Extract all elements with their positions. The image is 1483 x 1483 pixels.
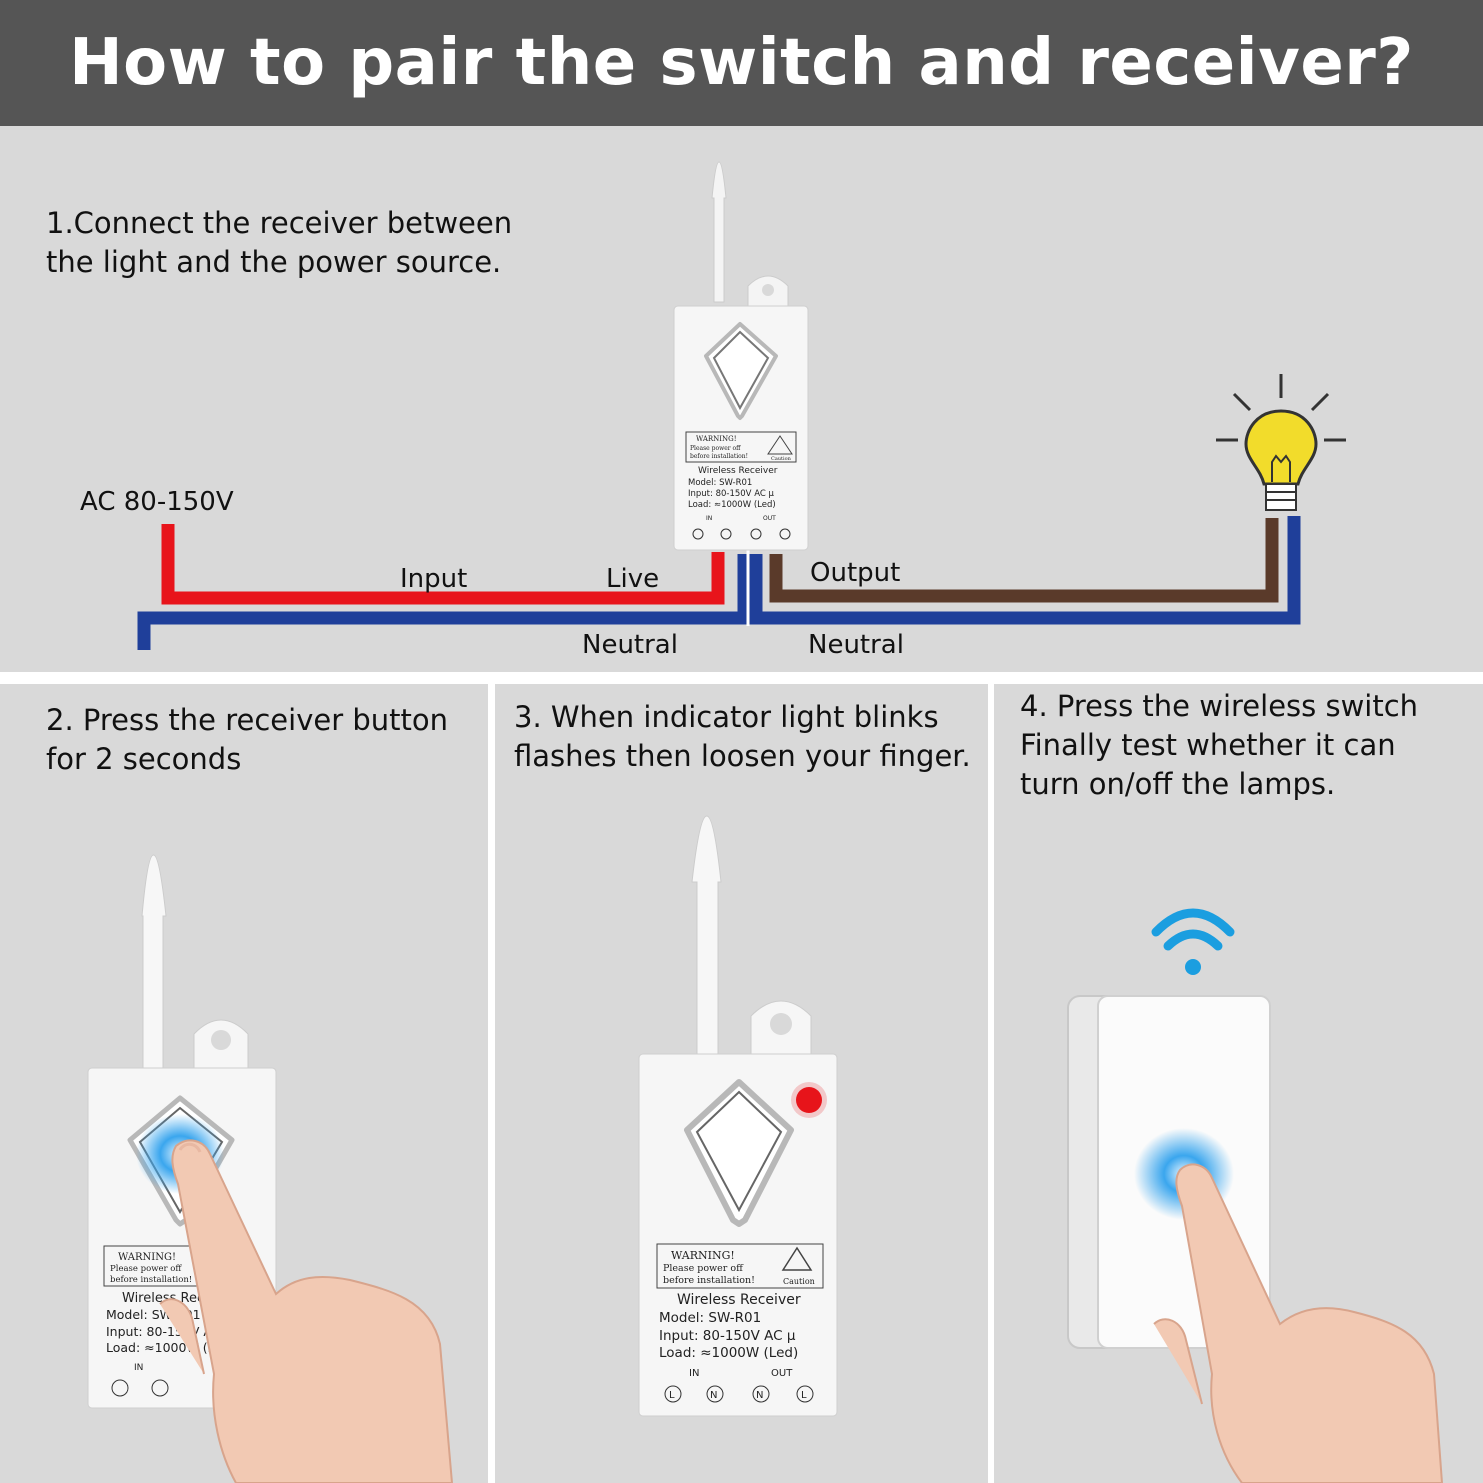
terminal-n-out: N [756,1390,763,1401]
receiver-load: Load: ≈1000W (Led) [688,500,776,510]
receiver-model: Model: SW-R01 [659,1310,761,1326]
receiver-device: WARNING! Please power off before install… [638,815,838,1417]
warning-line2: before installation! [690,453,748,460]
antenna [711,161,727,303]
in-label: IN [134,1363,143,1373]
wiring-diagram: AC 80-150V Input Live Output Neutral Neu… [80,161,1346,660]
step-1-text: 1.Connect the receiver between the light… [46,206,513,279]
receiver-name: Wireless Receiver [698,466,778,476]
receiver-device: WARNING! Please power off before install… [673,161,809,551]
warning-line1: Please power off [690,445,741,452]
receiver-input: Input: 80-150V AC μ [688,489,775,499]
receiver-input: Input: 80-150V AC μ [659,1328,796,1344]
warning-title: WARNING! [696,435,737,443]
finger-hand [1153,1163,1444,1483]
indicator-light [796,1087,822,1113]
input-label: Input [400,564,467,594]
neutral-wire-right [749,516,1301,625]
wifi-icon [1151,908,1235,975]
light-bulb-icon [1216,374,1346,511]
receiver-model: Model: SW-R01 [688,478,752,488]
wiring-panel: 1.Connect the receiver between the light… [0,126,1483,672]
receiver-load: Load: ≈1000W (Led) [106,1340,235,1355]
output-wire [769,518,1279,603]
power-label: AC 80-150V [80,487,234,517]
out-label: OUT [771,1368,793,1379]
antenna [691,815,722,1055]
warning-line1: Please power off [663,1263,744,1274]
step-4-text: 4. Press the wireless switch Finally tes… [1020,689,1419,801]
page-title: How to pair the switch and receiver? [69,26,1414,100]
step-4-illustration [1067,908,1444,1483]
terminal-n-in: N [710,1390,717,1401]
step-3-panel: 3. When indicator light blinks flashes t… [495,684,988,1483]
warning-line2: before installation! [663,1275,755,1286]
step-2-panel: 2. Press the receiver button for 2 secon… [0,684,488,1483]
receiver-load: Load: ≈1000W (Led) [659,1345,798,1361]
live-label: Live [606,564,659,594]
title-bar: How to pair the switch and receiver? [0,0,1483,126]
step-2-text: 2. Press the receiver button for 2 secon… [46,703,449,776]
step-4-panel: 4. Press the wireless switch Finally tes… [994,684,1483,1483]
caution-label: Caution [783,1277,815,1286]
in-label: IN [706,515,712,522]
neutral-right-label: Neutral [808,630,904,660]
receiver-input: Input: 80-150V AC μ [106,1324,232,1339]
step-2-illustration: WARNING! Please power off before install… [87,854,454,1483]
live-wire [161,524,725,605]
finger-hand [159,1139,454,1483]
in-label: IN [689,1368,699,1379]
step-3-text: 3. When indicator light blinks flashes t… [514,700,971,773]
warning-title: WARNING! [118,1252,176,1263]
terminal-l-out: L [801,1390,807,1401]
warning-title: WARNING! [671,1249,735,1262]
terminal-l-in: L [669,1390,675,1401]
neutral-wire-left [137,554,751,650]
output-label: Output [810,558,900,588]
caution-label: Caution [771,456,792,462]
warning-line1: Please power off [110,1264,182,1274]
step-3-illustration: WARNING! Please power off before install… [638,815,838,1417]
receiver-name: Wireless Receiver [677,1292,801,1308]
warning-line2: before installation! [110,1275,192,1285]
out-label: OUT [763,515,776,522]
antenna [141,854,167,1069]
neutral-left-label: Neutral [582,630,678,660]
